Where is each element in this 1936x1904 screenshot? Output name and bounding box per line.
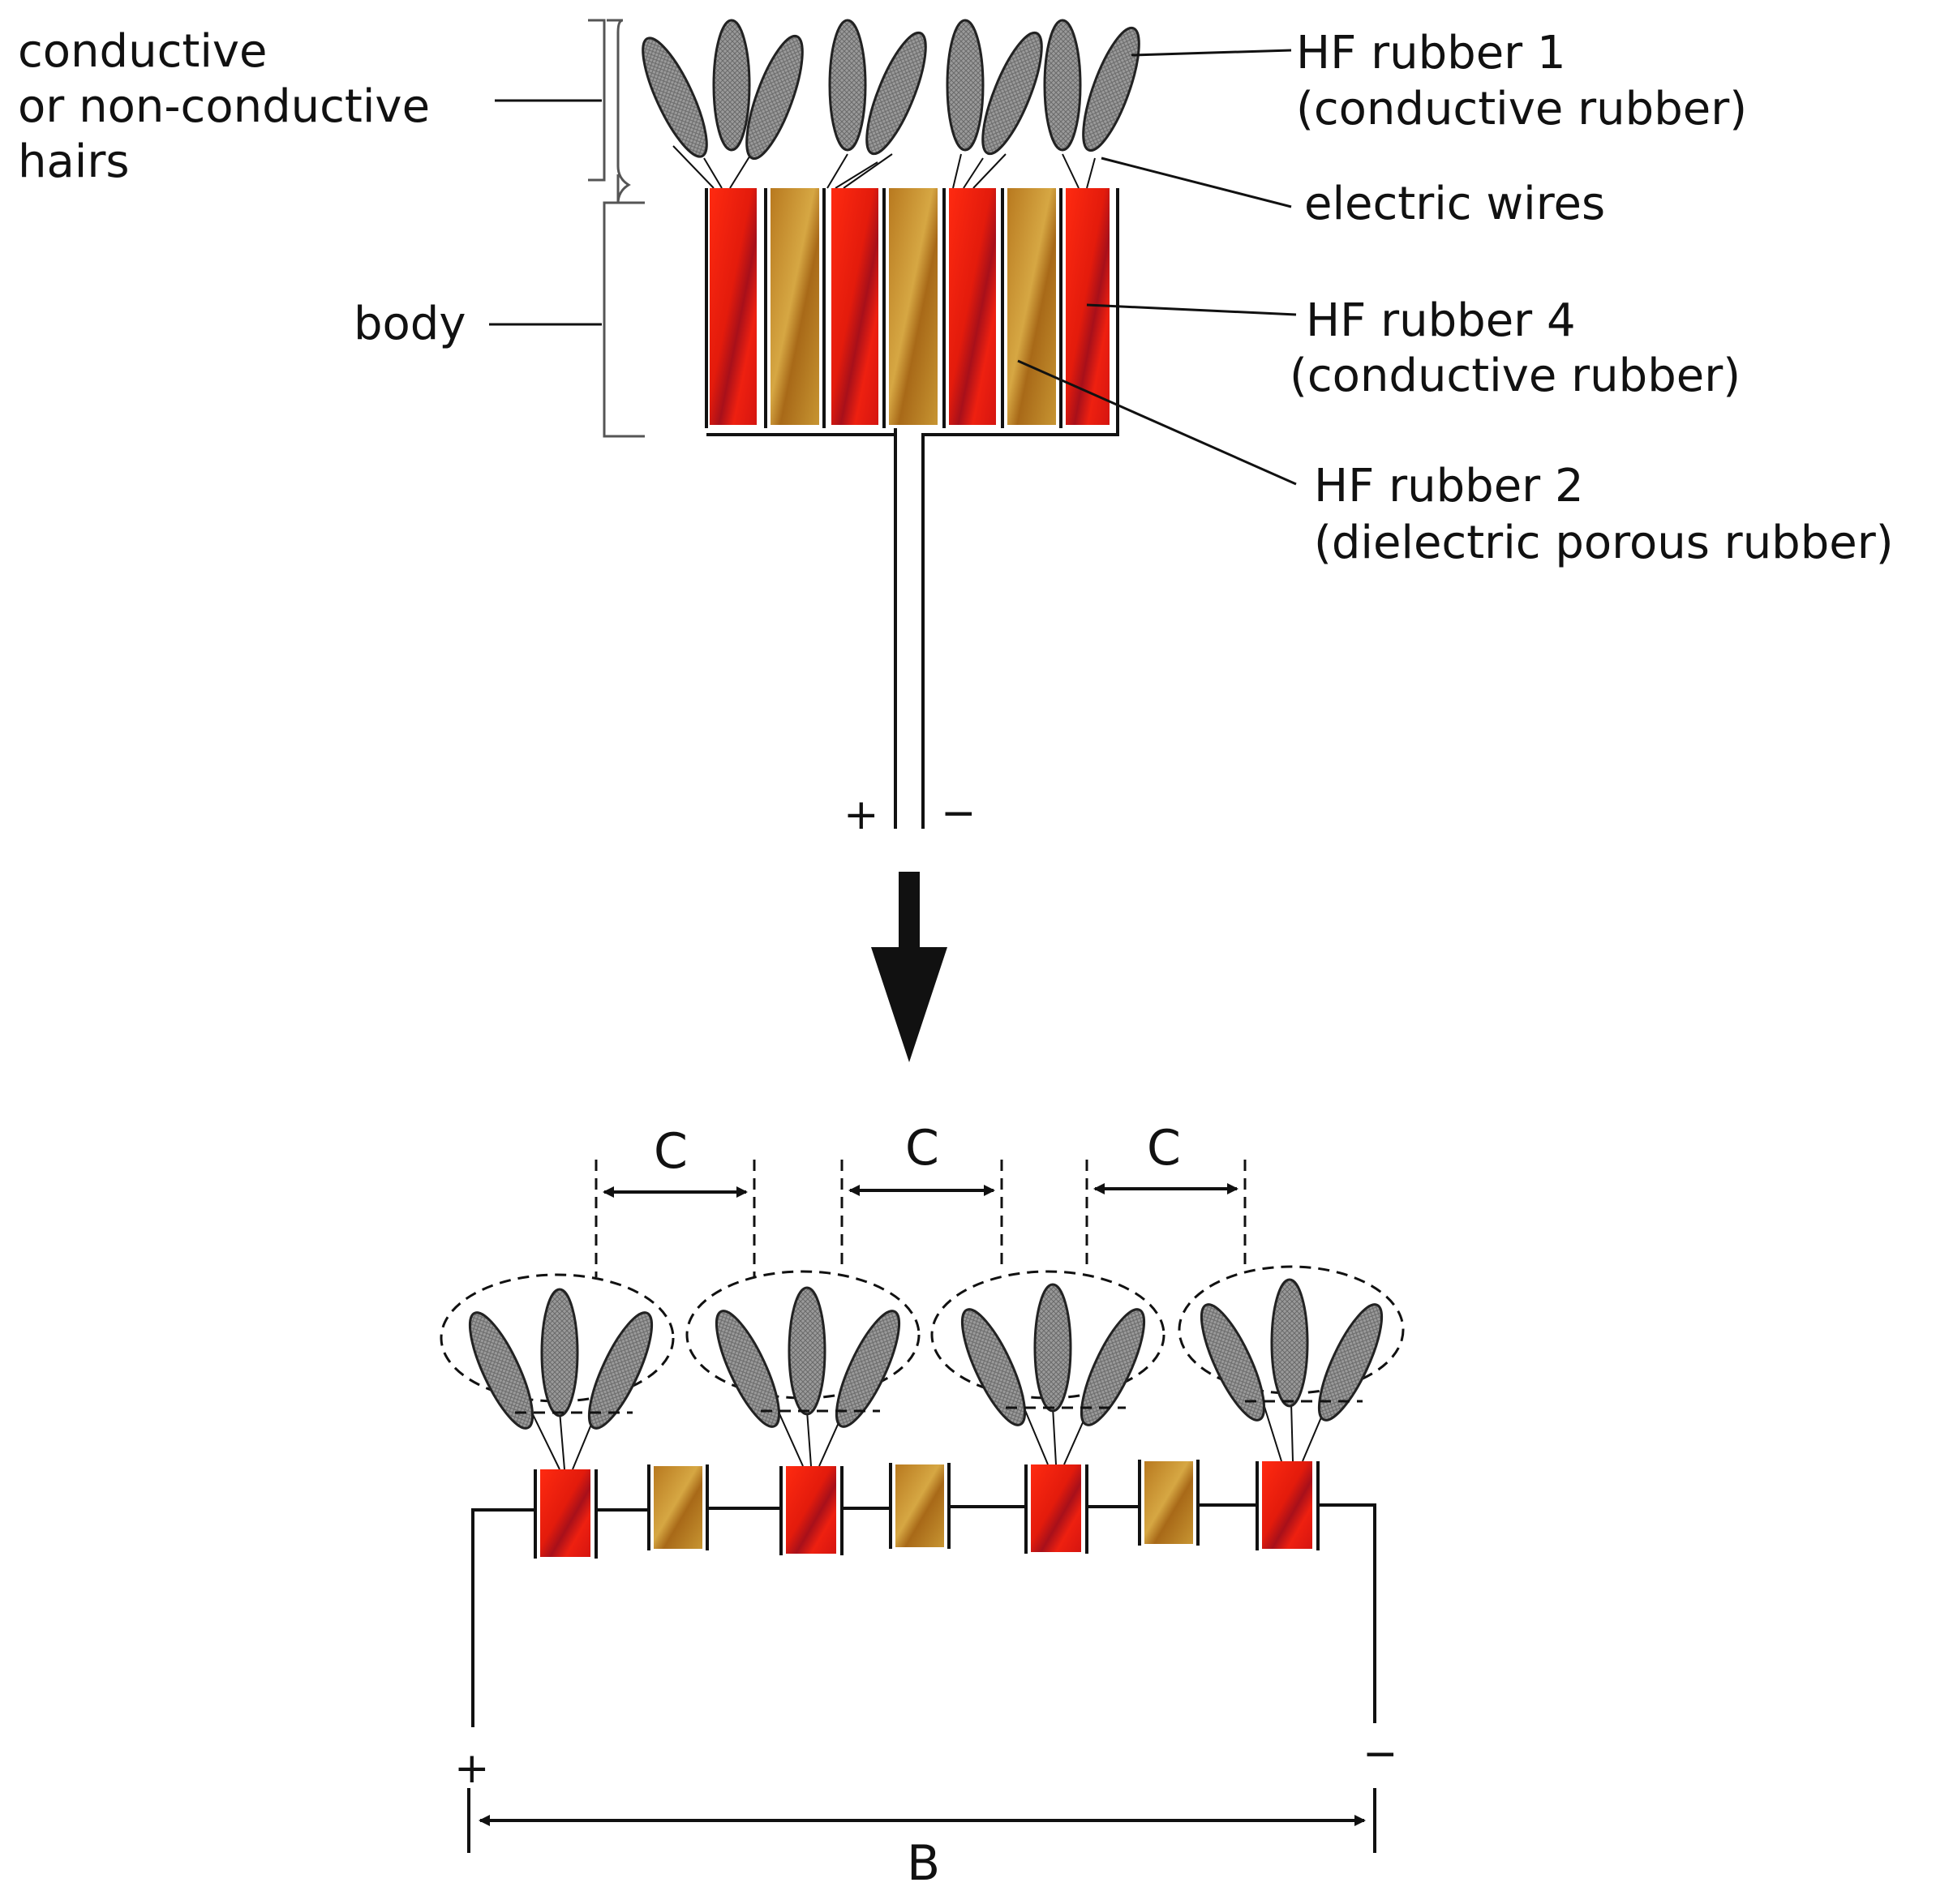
- series-circuit: [471, 1460, 1376, 1727]
- hf2-label-line2: (dielectric porous rubber): [1314, 517, 1894, 569]
- body-label: body: [354, 298, 466, 350]
- hf-rubber-4-block: [710, 188, 757, 425]
- bottom-hairs: [468, 1278, 1384, 1470]
- hf-rubber-4-block: [786, 1466, 836, 1554]
- down-arrow: [871, 872, 947, 1062]
- hair: [865, 31, 927, 156]
- c-label: C: [654, 1123, 688, 1180]
- hf-rubber-4-block: [831, 188, 878, 425]
- hf-rubber-2-block: [895, 1464, 944, 1547]
- hf2-label-line1: HF rubber 2: [1314, 460, 1584, 512]
- hf1-leader: [1131, 49, 1292, 57]
- hairs-brace-main: [588, 19, 606, 182]
- hf-rubber-4-block: [540, 1469, 590, 1557]
- hairs-brace: [607, 19, 631, 204]
- hair: [828, 19, 867, 152]
- wires-leader: [1101, 157, 1292, 208]
- hf2-leader: [1017, 359, 1297, 486]
- hair-group-outline: [685, 1270, 921, 1400]
- hf-rubber-2-block: [771, 188, 819, 425]
- top-hairs: [642, 19, 1140, 189]
- top-minus-sign: −: [941, 789, 977, 838]
- hf-rubber-2-block: [654, 1466, 702, 1549]
- hair: [642, 36, 708, 158]
- hf-rubber-4-block: [1262, 1461, 1312, 1549]
- top-body: [705, 188, 1119, 829]
- hf4-leader: [1086, 303, 1297, 316]
- hf4-label-line2: (conductive rubber): [1290, 349, 1741, 402]
- bottom-minus-sign: −: [1363, 1730, 1398, 1778]
- hf1-label-line1: HF rubber 1: [1296, 27, 1566, 79]
- hf-rubber-2-block: [889, 188, 938, 425]
- hf1-label-line2: (conductive rubber): [1296, 83, 1747, 135]
- hf-rubber-4-block: [949, 188, 996, 425]
- body-brace: [603, 201, 645, 438]
- hairs-label-line2: or non-conductive: [18, 80, 430, 133]
- top-panel: HF rubber 1 (conductive rubber) electric…: [18, 19, 1894, 839]
- b-dimension: B: [467, 1788, 1376, 1892]
- hairs-label-line1: conductive: [18, 25, 267, 78]
- c-label: C: [905, 1120, 939, 1177]
- top-plus-sign: +: [844, 791, 879, 839]
- hair: [981, 31, 1043, 156]
- hair-group-outline: [930, 1270, 1165, 1400]
- hf4-label-line1: HF rubber 4: [1306, 294, 1576, 347]
- hair: [1082, 26, 1140, 152]
- hair: [745, 34, 804, 161]
- c-label: C: [1147, 1120, 1181, 1177]
- bottom-panel: C C C: [440, 1120, 1405, 1892]
- hairs-label-line3: hairs: [18, 135, 130, 188]
- hf-rubber-2-block: [1144, 1461, 1193, 1544]
- hair: [946, 19, 985, 152]
- hair: [712, 19, 751, 152]
- hair-group-outline: [440, 1273, 675, 1403]
- hf-rubber-4-block: [1031, 1464, 1081, 1552]
- hair: [1043, 19, 1082, 152]
- c-dimension-2: C: [840, 1120, 1003, 1271]
- bottom-plus-sign: +: [454, 1744, 490, 1793]
- c-dimension-1: C: [595, 1123, 756, 1277]
- b-label: B: [907, 1835, 940, 1892]
- wires-label: electric wires: [1304, 178, 1605, 230]
- hf-rubber-2-block: [1007, 188, 1056, 425]
- c-dimension-3: C: [1085, 1120, 1247, 1271]
